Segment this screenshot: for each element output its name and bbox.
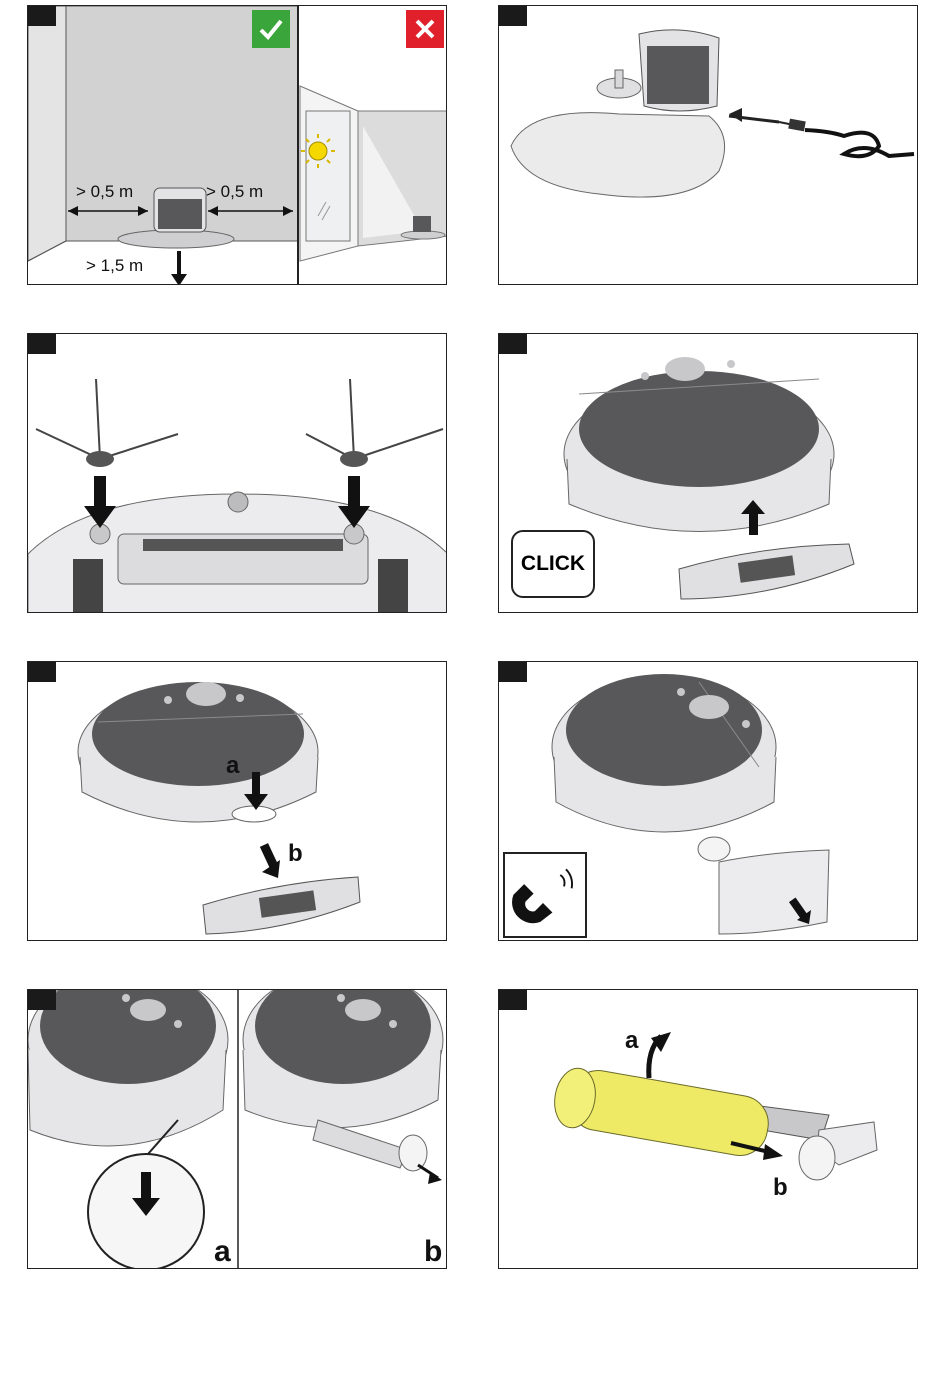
base-station-illustration xyxy=(499,6,918,285)
step-number-badge xyxy=(499,990,527,1010)
magnet-icon xyxy=(503,852,587,938)
roller-release-illustration xyxy=(28,990,447,1269)
step-number-badge xyxy=(499,334,527,354)
step-number-badge xyxy=(499,662,527,682)
step-label-a: a xyxy=(226,752,239,780)
panel-side-brushes xyxy=(27,333,447,613)
distance-front-label: > 1,5 m xyxy=(86,256,143,276)
cross-icon xyxy=(406,10,444,48)
distance-right-label: > 0,5 m xyxy=(206,182,263,202)
step-label-b: b xyxy=(424,1235,442,1269)
roller-disassembly-illustration xyxy=(499,990,918,1269)
side-brush-illustration xyxy=(28,334,447,613)
step-number-badge xyxy=(499,6,527,26)
step-number-badge xyxy=(28,6,56,26)
step-number-badge xyxy=(28,334,56,354)
step-label-b: b xyxy=(288,840,303,868)
step-number-badge xyxy=(28,990,56,1010)
checkmark-icon xyxy=(252,10,290,48)
panel-mop-remove: a b xyxy=(27,661,447,941)
panel-magnetic-cover xyxy=(498,661,918,941)
step-label-a: a xyxy=(625,1027,638,1055)
mop-remove-illustration xyxy=(28,662,447,941)
panel-base-station xyxy=(498,5,918,285)
panel-mop-click: CLICK xyxy=(498,333,918,613)
click-callout: CLICK xyxy=(511,530,595,598)
step-number-badge xyxy=(28,662,56,682)
panel-roller-release: a b xyxy=(27,989,447,1269)
panel-placement: > 0,5 m > 0,5 m > 1,5 m xyxy=(27,5,447,285)
panel-roller-disassembly: a b xyxy=(498,989,918,1269)
step-label-b: b xyxy=(773,1174,788,1202)
distance-left-label: > 0,5 m xyxy=(76,182,133,202)
placement-illustration xyxy=(28,6,447,285)
step-label-a: a xyxy=(214,1235,231,1269)
